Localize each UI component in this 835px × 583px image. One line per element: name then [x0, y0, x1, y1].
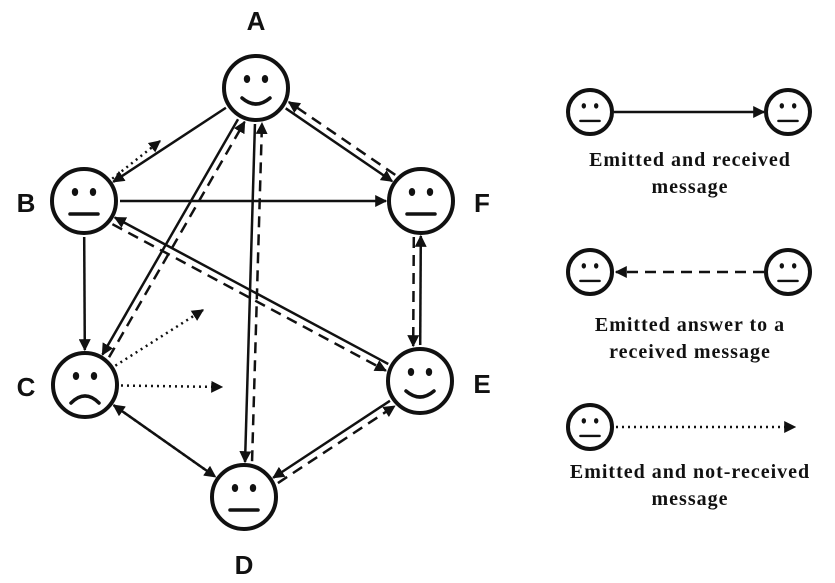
- face-eye: [593, 103, 599, 109]
- neutral-face-icon: [764, 88, 812, 136]
- face-eye: [407, 368, 415, 376]
- neutral-face-icon: [566, 403, 614, 451]
- face-outline: [566, 88, 614, 136]
- legend-face-icon: [566, 248, 614, 296]
- face-mouth: [69, 394, 101, 405]
- edge-not-received-C-to-D: [113, 404, 217, 478]
- legend-answer-line1: Emitted answer to a: [595, 314, 785, 336]
- legend-answer-line2: received message: [609, 341, 771, 363]
- legend-received-line2: message: [652, 176, 729, 198]
- node-D-label: D: [235, 550, 254, 580]
- face-eye: [243, 75, 251, 83]
- face-outline: [50, 167, 118, 235]
- face-eye: [593, 418, 599, 424]
- face-outline: [566, 248, 614, 296]
- edge-answer-F-to-A: [287, 100, 396, 176]
- edge-answer-D-to-A: [250, 121, 268, 462]
- face-outline: [566, 403, 614, 451]
- edge-received-A-to-B: [112, 106, 227, 183]
- face-eye: [791, 103, 797, 109]
- face-eye: [249, 484, 257, 492]
- edge-not-received-C-to-right: [120, 380, 224, 393]
- node-F-label: F: [474, 188, 490, 218]
- legend-not-received: Emitted and not-received message: [566, 403, 810, 510]
- face-mouth: [240, 96, 272, 106]
- edge-received-E-to-D: [272, 399, 391, 479]
- face-eye: [581, 103, 587, 109]
- edge-answer-F-to-E: [407, 236, 420, 348]
- node-E-label: E: [473, 369, 490, 399]
- edges-layer: [78, 100, 427, 485]
- node-E-face-icon: [386, 347, 454, 415]
- face-eye: [261, 75, 269, 83]
- edge-received-A-to-F: [284, 107, 394, 183]
- face-outline: [764, 88, 812, 136]
- edge-answer-D-to-E: [277, 405, 396, 485]
- node-B-face-icon: [50, 167, 118, 235]
- edge-received-E-to-F: [414, 234, 427, 346]
- face-eye: [89, 188, 97, 196]
- face-eye: [90, 372, 98, 380]
- legend-received-line1: Emitted and received: [589, 149, 791, 171]
- edge-not-received-C-to-up-right: [114, 308, 205, 367]
- face-outline: [764, 248, 812, 296]
- face-mouth: [404, 389, 436, 399]
- nodes-layer: A B C D E F: [17, 6, 491, 580]
- face-eye: [72, 372, 80, 380]
- node-A-label: A: [247, 6, 266, 36]
- legend-not-received-line1: Emitted and not-received: [570, 461, 810, 483]
- legend-face-icon: [764, 88, 812, 136]
- edge-not-received-B-to-toward-A: [111, 140, 161, 180]
- face-outline: [51, 351, 119, 419]
- node-A-face-icon: [222, 54, 290, 122]
- legend-received: Emitted and received message: [566, 88, 812, 198]
- legend-not-received-line2: message: [652, 488, 729, 510]
- legend-face-icon: [566, 88, 614, 136]
- face-eye: [581, 418, 587, 424]
- edge-received-B-to-C: [78, 236, 91, 352]
- face-eye: [779, 103, 785, 109]
- face-outline: [387, 167, 455, 235]
- face-outline: [222, 54, 290, 122]
- edge-received-E-to-B: [113, 216, 389, 366]
- face-eye: [425, 368, 433, 376]
- edge-received-A-to-D: [239, 123, 257, 464]
- node-B-label: B: [17, 188, 36, 218]
- edge-answer-B-to-E: [111, 223, 387, 372]
- face-eye: [779, 263, 785, 269]
- edge-answer-C-to-A: [107, 120, 246, 358]
- neutral-face-icon: [566, 248, 614, 296]
- legend-face-icon: [764, 248, 812, 296]
- face-eye: [593, 263, 599, 269]
- node-C-face-icon: [51, 351, 119, 419]
- neutral-face-icon: [764, 248, 812, 296]
- face-eye: [791, 263, 797, 269]
- legend-answer: Emitted answer to a received message: [566, 248, 812, 363]
- face-outline: [210, 463, 278, 531]
- face-eye: [71, 188, 79, 196]
- face-eye: [231, 484, 239, 492]
- neutral-face-icon: [566, 88, 614, 136]
- node-F-face-icon: [387, 167, 455, 235]
- face-eye: [408, 188, 416, 196]
- node-D-face-icon: [210, 463, 278, 531]
- face-eye: [581, 263, 587, 269]
- legend: Emitted and received message Emitted ans…: [566, 88, 812, 510]
- face-eye: [426, 188, 434, 196]
- face-outline: [386, 347, 454, 415]
- legend-face-icon: [566, 403, 614, 451]
- edge-received-A-to-C: [101, 118, 240, 356]
- node-C-label: C: [17, 372, 36, 402]
